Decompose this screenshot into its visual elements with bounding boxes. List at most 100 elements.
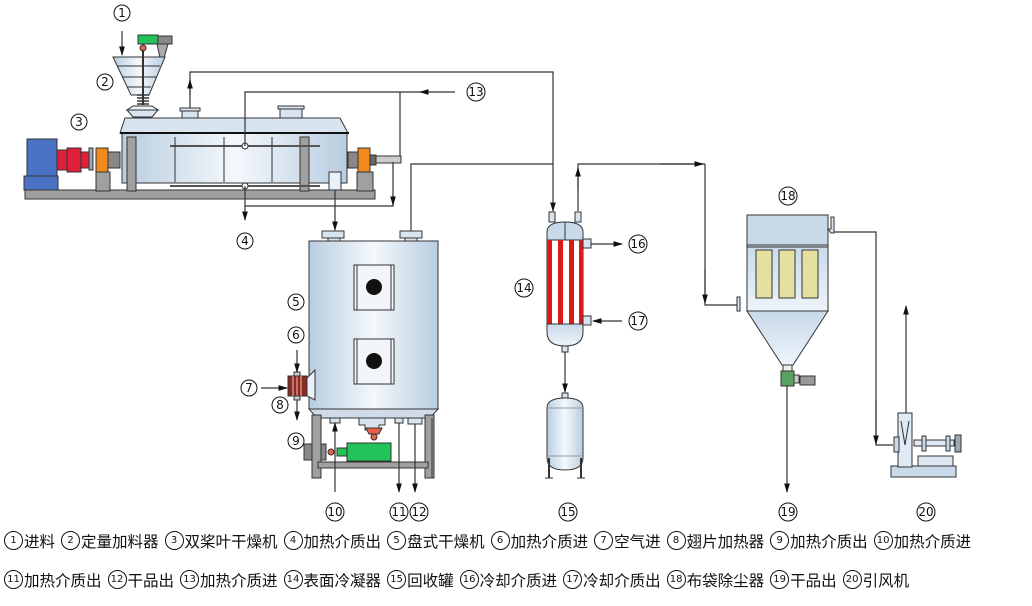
callout-7: 7 [240, 379, 258, 397]
condenser-shell [546, 239, 584, 325]
svg-text:18: 18 [780, 189, 795, 203]
svg-text:10: 10 [327, 505, 342, 519]
filter-bag [755, 249, 773, 299]
legend-label: 加热介质进 [510, 533, 589, 551]
bag-dust-collector [736, 214, 835, 387]
tray-dryer [303, 230, 440, 479]
legend-number: 5 [387, 531, 407, 550]
svg-text:7: 7 [245, 381, 253, 395]
legend-number: 17 [563, 570, 583, 589]
legend-number: 3 [164, 531, 184, 550]
legend-number: 10 [873, 531, 893, 550]
legend-label: 加热介质进 [200, 572, 278, 590]
legend-number: 18 [666, 570, 686, 589]
callout-18: 18 [778, 186, 798, 206]
legend-label: 加热介质出 [303, 533, 382, 551]
legend-label: 翅片加热器 [686, 533, 765, 551]
legend-number: 1 [4, 531, 23, 550]
legend-number: 19 [770, 570, 790, 589]
callout-6: 6 [287, 326, 305, 344]
svg-text:15: 15 [560, 505, 575, 519]
svg-text:2: 2 [101, 75, 109, 89]
condenser-tube [579, 240, 583, 324]
svg-text:12: 12 [411, 505, 426, 519]
dryer-discharge [328, 171, 342, 191]
legend-label: 干品出 [790, 572, 837, 590]
svg-text:8: 8 [276, 398, 284, 412]
condenser-tube [558, 240, 563, 324]
surface-condenser [546, 211, 592, 353]
legend-number: 12 [107, 570, 127, 589]
svg-text:11: 11 [391, 505, 406, 519]
condenser-tube [569, 240, 574, 324]
legend-number: 4 [283, 531, 303, 550]
dryer-base-frame [24, 189, 376, 200]
callout-9: 9 [287, 432, 305, 450]
legend-number: 11 [4, 570, 23, 589]
legend-label: 回收罐 [407, 572, 454, 590]
discharge-motor [346, 442, 392, 462]
legend-number: 14 [283, 570, 303, 589]
condenser-tube [547, 240, 552, 324]
legend-label: 定量加料器 [81, 533, 159, 551]
callout-13: 13 [466, 82, 486, 102]
svg-text:9: 9 [292, 434, 300, 448]
legend-number: 7 [594, 531, 614, 550]
legend-label: 盘式干燥机 [407, 533, 485, 551]
legend-label: 进料 [24, 533, 56, 551]
legend-label: 冷却介质进 [479, 572, 558, 590]
recovery-tank [545, 392, 585, 479]
inspection-door-lower [353, 338, 395, 385]
callout-15: 15 [558, 502, 578, 522]
callout-10: 10 [325, 502, 345, 522]
legend-label: 空气进 [614, 533, 661, 551]
rotary-valve [780, 370, 795, 387]
filter-bag [801, 249, 819, 299]
callout-14: 14 [514, 278, 534, 298]
callout-3: 3 [70, 113, 88, 131]
svg-text:14: 14 [516, 281, 531, 295]
callout-20: 20 [916, 502, 936, 522]
svg-text:13: 13 [468, 85, 483, 99]
svg-text:16: 16 [630, 237, 645, 251]
feeder-motor [137, 34, 159, 45]
legend-number: 9 [770, 531, 790, 550]
left-bearing [95, 147, 109, 173]
fin-heater [287, 368, 316, 401]
legend-number: 6 [490, 531, 510, 550]
svg-text:20: 20 [918, 505, 933, 519]
process-flow-diagram: 1 2 3 4 5 6 7 8 9 10 11 12 13 14 15 16 1… [23, 4, 962, 522]
legend-label: 加热介质出 [790, 533, 868, 551]
right-bearing [357, 147, 371, 173]
inspection-door-upper [353, 264, 395, 311]
callout-19: 19 [778, 502, 798, 522]
legend-label: 布袋除尘器 [686, 572, 765, 590]
dryer-cover [119, 117, 349, 134]
feeder-hopper [112, 56, 166, 96]
legend-label: 干品出 [127, 572, 175, 590]
callout-1: 1 [113, 4, 131, 22]
filter-bag [778, 249, 796, 299]
svg-text:6: 6 [292, 328, 300, 342]
svg-text:3: 3 [75, 115, 83, 129]
piping [119, 31, 909, 493]
legend-label: 表面冷凝器 [303, 572, 382, 590]
